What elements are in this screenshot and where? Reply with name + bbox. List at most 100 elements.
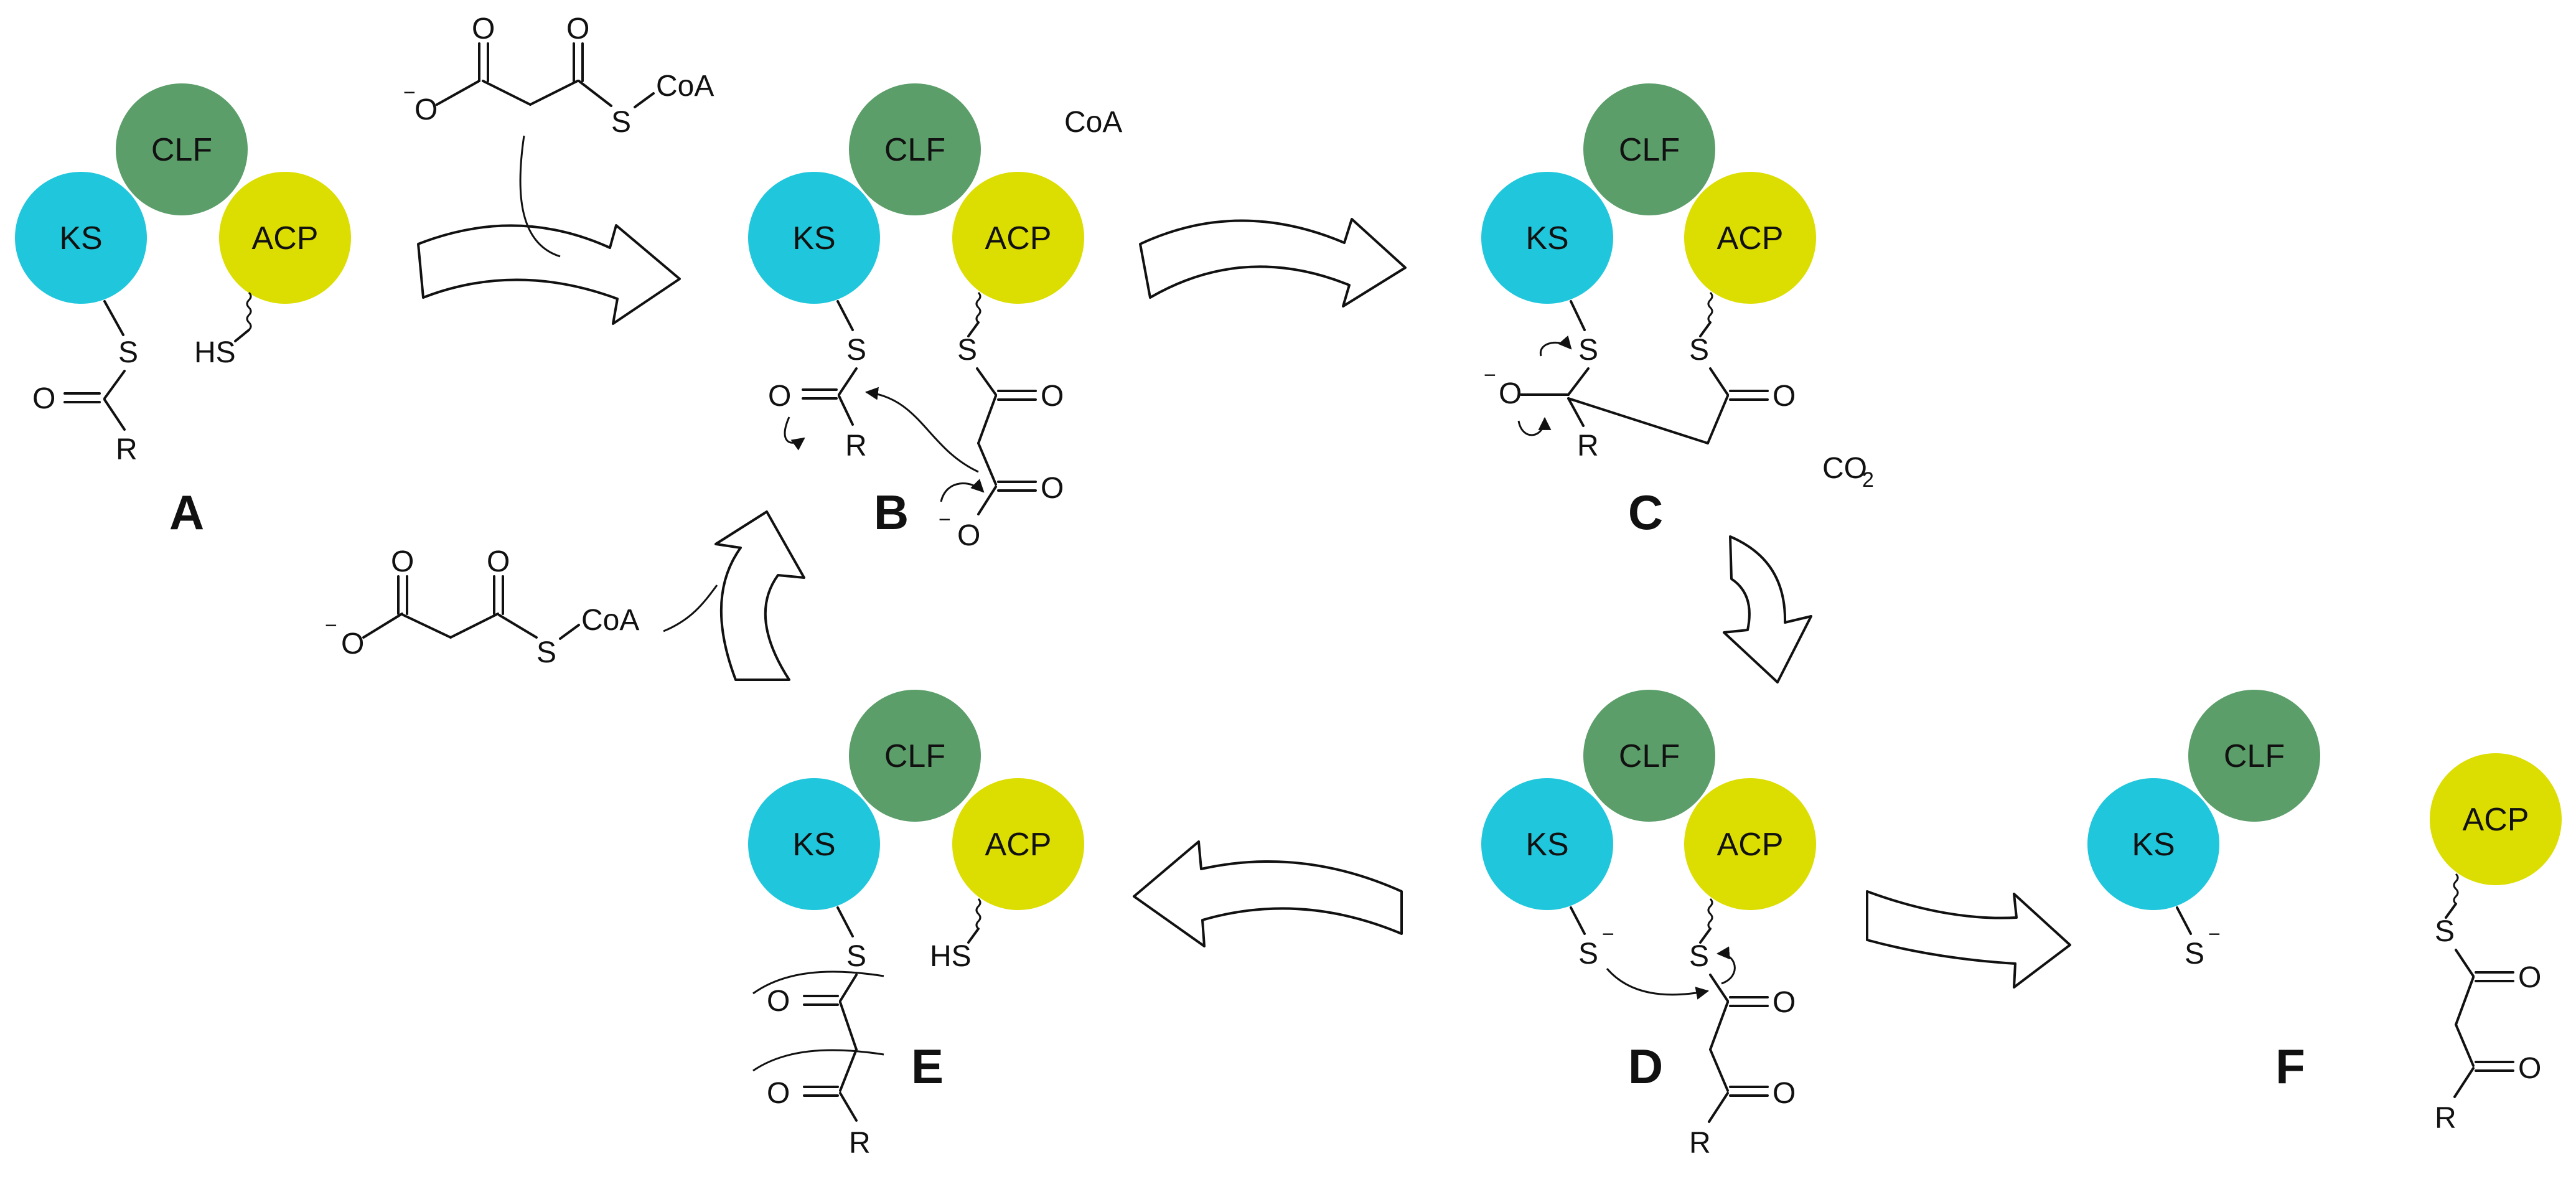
block-arrow-d-to-f <box>1866 890 2071 989</box>
structure-d: S − S O O R <box>1570 898 1796 1160</box>
ks-label: KS <box>59 220 102 256</box>
structure-e: S O O R HS <box>752 898 981 1160</box>
step-label-b: B <box>874 485 909 540</box>
clf-circle <box>1583 690 1715 822</box>
svg-text:R: R <box>2435 1102 2457 1135</box>
svg-text:S: S <box>536 636 556 669</box>
block-arrows <box>417 218 2071 989</box>
svg-text:O: O <box>1773 1077 1796 1110</box>
svg-text:O: O <box>768 380 791 413</box>
step-label-e: E <box>911 1039 944 1094</box>
svg-text:O: O <box>1499 377 1522 410</box>
clf-label: CLF <box>1619 132 1680 168</box>
svg-text:O: O <box>957 519 980 552</box>
svg-text:O: O <box>2518 1052 2541 1085</box>
oxygen-atom: O <box>32 382 55 415</box>
svg-text:O: O <box>487 545 510 578</box>
svg-text:2: 2 <box>1862 468 1874 492</box>
structure-b: S O R S O O − O <box>768 291 1064 552</box>
svg-text:O: O <box>341 627 364 660</box>
ks-label: KS <box>792 827 835 863</box>
malonyl-coa-left: − O O O S CoA <box>325 545 718 669</box>
step-label-a: A <box>169 485 204 540</box>
svg-text:O: O <box>566 12 589 45</box>
clf-circle <box>1583 83 1715 215</box>
clf-label: CLF <box>2224 738 2285 774</box>
clf-circle <box>849 83 981 215</box>
block-arrow-b-to-c <box>1139 218 1407 308</box>
svg-text:R: R <box>1577 430 1599 463</box>
acp-circle <box>2430 753 2562 885</box>
svg-text:S: S <box>2185 937 2204 970</box>
protein-labels: CLF KS ACP CLF KS ACP CLF KS ACP CLF KS … <box>59 132 2529 863</box>
ks-circle <box>2087 778 2219 910</box>
svg-text:S: S <box>957 334 977 367</box>
svg-text:O: O <box>767 1077 790 1110</box>
svg-text:−: − <box>403 81 416 105</box>
carbon-dioxide-label: CO <box>1822 452 1867 485</box>
protein-circles <box>15 83 2562 910</box>
ks-label: KS <box>2132 827 2175 863</box>
svg-text:O: O <box>415 93 438 126</box>
acp-label: ACP <box>985 827 1052 863</box>
block-arrow-d-to-e <box>1133 840 1403 947</box>
acp-label: ACP <box>985 220 1052 256</box>
acp-circle <box>219 172 351 304</box>
clf-circle <box>116 83 248 215</box>
ks-label: KS <box>1525 827 1568 863</box>
svg-text:O: O <box>767 985 790 1018</box>
svg-text:R: R <box>849 1127 871 1160</box>
sulfur-atom: S <box>118 336 138 369</box>
block-arrow-c-to-d <box>1723 535 1812 683</box>
acp-label: ACP <box>1717 220 1784 256</box>
coa-release-label: CoA <box>1064 106 1122 139</box>
acp-circle <box>1684 172 1816 304</box>
svg-text:R: R <box>845 430 867 463</box>
structure-f: S − S O O R <box>2176 873 2541 1135</box>
svg-text:O: O <box>472 12 495 45</box>
svg-text:O: O <box>1773 986 1796 1019</box>
svg-text:O: O <box>1773 380 1796 413</box>
structure-a: S O R HS <box>32 291 252 466</box>
acp-label: ACP <box>2463 802 2529 838</box>
svg-text:HS: HS <box>930 940 972 973</box>
step-label-d: D <box>1628 1039 1663 1094</box>
svg-text:O: O <box>391 545 414 578</box>
svg-text:−: − <box>1602 923 1614 946</box>
malonyl-coa-top: − O O O S CoA <box>403 12 714 258</box>
block-arrow-e-to-b <box>714 510 805 681</box>
svg-text:CoA: CoA <box>581 604 639 637</box>
clf-label: CLF <box>884 132 945 168</box>
block-arrow-a-to-b <box>417 224 681 325</box>
svg-text:R: R <box>1689 1127 1711 1160</box>
svg-text:S: S <box>1689 940 1709 973</box>
ks-circle <box>1481 172 1613 304</box>
svg-text:S: S <box>1689 334 1709 367</box>
clf-label: CLF <box>151 132 212 168</box>
svg-text:−: − <box>939 508 951 532</box>
acp-label: ACP <box>252 220 319 256</box>
svg-text:−: − <box>325 614 337 637</box>
acp-circle <box>952 778 1084 910</box>
svg-text:O: O <box>1041 380 1064 413</box>
ks-circle <box>15 172 147 304</box>
svg-text:S: S <box>1578 937 1598 970</box>
svg-text:S: S <box>611 106 631 139</box>
ks-label: KS <box>1525 220 1568 256</box>
clf-label: CLF <box>1619 738 1680 774</box>
ks-circle <box>1481 778 1613 910</box>
clf-label: CLF <box>884 738 945 774</box>
step-label-f: F <box>2275 1039 2305 1094</box>
svg-text:O: O <box>2518 961 2541 994</box>
svg-text:S: S <box>846 334 866 367</box>
thiol-group: HS <box>194 336 236 369</box>
svg-text:−: − <box>2208 923 2221 946</box>
clf-circle <box>849 690 981 822</box>
svg-text:−: − <box>1484 364 1496 387</box>
acp-label: ACP <box>1717 827 1784 863</box>
r-group: R <box>116 433 138 466</box>
step-labels: A B C D E F <box>169 485 2305 1094</box>
ks-circle <box>748 778 880 910</box>
